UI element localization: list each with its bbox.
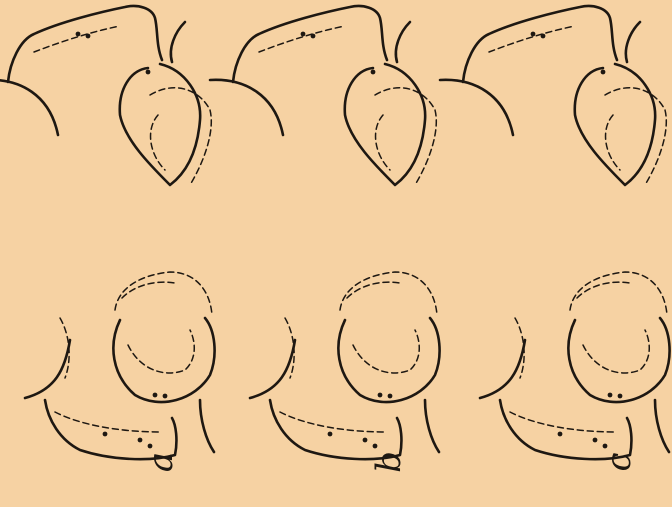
panel-label-c: c: [599, 452, 639, 471]
panel-label-a: a: [141, 452, 181, 472]
panel-c: [440, 6, 670, 459]
panel-a: [0, 6, 215, 459]
panel-b: [210, 6, 440, 459]
panel-label-b: b: [369, 451, 409, 473]
